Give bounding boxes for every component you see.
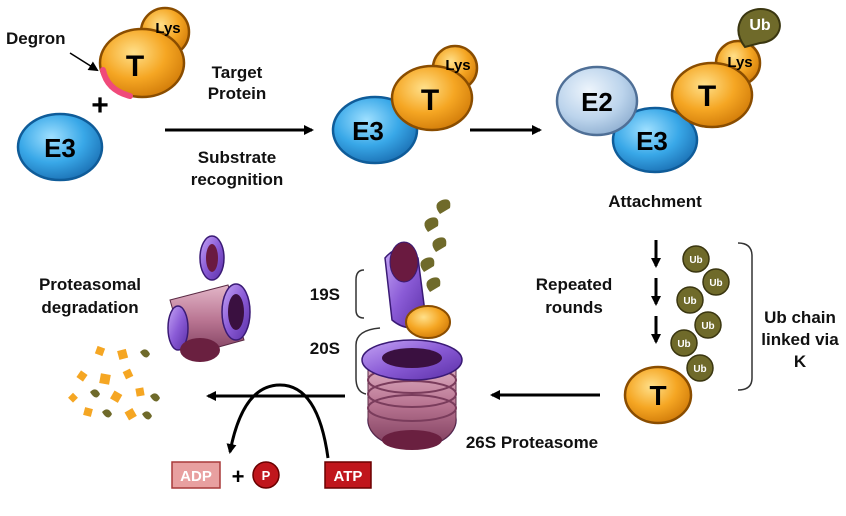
e3-body-3 — [611, 106, 699, 174]
step-e3-target-complex: E3 T Lys — [331, 44, 479, 165]
target-letter-3: T — [698, 80, 716, 113]
ub-chain-unit: Ub — [670, 329, 698, 357]
atp-label: ATP — [334, 468, 363, 485]
target-letter-4: T — [649, 380, 666, 411]
ub-chain-label: Ub — [689, 255, 702, 266]
degron-label: Degron — [6, 29, 66, 48]
ub-label-single: Ub — [749, 17, 771, 34]
lys-label-3: Lys — [727, 54, 752, 71]
e2-label: E2 — [581, 87, 613, 117]
e3-body — [16, 112, 104, 182]
ub-chain-line3: K — [794, 352, 807, 371]
ub-chain-line2: linked via — [761, 330, 839, 349]
target-protein: T Lys — [98, 6, 191, 99]
degron-mark — [100, 67, 133, 99]
ub-chain-unit: Ub — [682, 245, 710, 273]
ub-chain-label: Ub — [677, 339, 690, 350]
ub-chain-label: Ub — [709, 278, 722, 289]
proteasomal-degradation-line2: degradation — [41, 298, 138, 317]
ub-chain-label: Ub — [683, 296, 696, 307]
step-initial: Degron T Lys + E3 Target Protein — [6, 6, 267, 182]
e3-label-3: E3 — [636, 126, 668, 156]
target-body-4 — [623, 365, 693, 425]
lys-label-2: Lys — [445, 57, 470, 74]
repeated-rounds-line2: rounds — [545, 298, 603, 317]
ub-chain-unit: Ub — [694, 311, 722, 339]
ubiquitin-single — [737, 8, 781, 49]
substrate-entering — [405, 305, 451, 339]
polyubiquitinated-target: T — [623, 365, 693, 425]
substrate-recognition-line2: recognition — [191, 170, 284, 189]
proteasome-20s-core — [361, 339, 463, 450]
bracket-20s — [355, 327, 381, 395]
proteasome-26s-label: 26S Proteasome — [466, 433, 598, 452]
plus-sign: + — [91, 89, 109, 122]
target-body — [98, 27, 186, 99]
adp-label: ADP — [180, 468, 212, 485]
ub-chain-unit: Ub — [702, 268, 730, 296]
proteasomal-degradation-line1: Proteasomal — [39, 275, 141, 294]
proteasome-26s — [361, 199, 463, 450]
e2-body — [555, 65, 639, 137]
e3-label-2: E3 — [352, 116, 384, 146]
target-letter: T — [126, 50, 144, 83]
e3-ligase: E3 — [16, 112, 104, 182]
exploded-proteasome — [167, 235, 251, 362]
ub-chain-label: Ub — [693, 364, 706, 375]
label-19s: 19S — [310, 285, 340, 304]
target-protein-label-line2: Protein — [208, 84, 267, 103]
atp-hydrolysis-arrow — [226, 383, 330, 459]
ub-chain-unit: Ub — [676, 286, 704, 314]
ub-chain-label: Ub — [701, 321, 714, 332]
proteasome-ub-chain — [420, 199, 451, 292]
target-letter-2: T — [421, 84, 439, 117]
ub-chain-line1: Ub chain — [764, 308, 836, 327]
phosphate-label: P — [262, 468, 271, 483]
phosphate-badge: P — [252, 461, 280, 489]
repeated-rounds-line1: Repeated — [536, 275, 613, 294]
bracket-19s — [355, 269, 365, 319]
target-protein-label-line1: Target — [212, 63, 263, 82]
label-20s: 20S — [310, 339, 340, 358]
target-body-3 — [670, 61, 754, 129]
atp-badge: ATP — [324, 461, 372, 489]
ub-chain-bracket — [737, 242, 753, 391]
ub-chain-unit: Ub — [686, 354, 714, 382]
adp-plus-sign: + — [232, 464, 245, 489]
ub-chain: Ub Ub Ub Ub Ub Ub — [670, 245, 730, 382]
degron-pointer-arrow — [69, 52, 99, 72]
adp-badge: ADP — [171, 461, 221, 489]
substrate-recognition-line1: Substrate — [198, 148, 276, 167]
attachment-label: Attachment — [608, 192, 702, 211]
lys-label: Lys — [155, 20, 180, 37]
peptide-fragments — [68, 345, 160, 421]
step-attachment-complex: Ub E2 E3 T Lys — [555, 8, 781, 174]
target-body-2 — [390, 64, 474, 132]
e3-label: E3 — [44, 133, 76, 163]
